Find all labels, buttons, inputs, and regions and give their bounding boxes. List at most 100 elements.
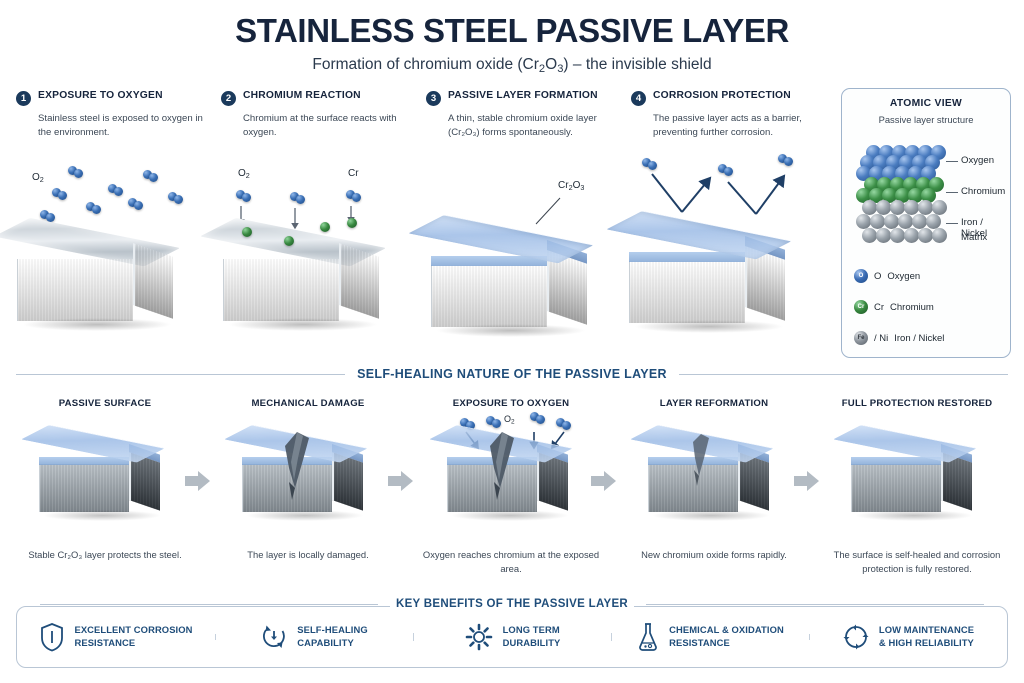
block-side-face — [133, 243, 173, 319]
step-2-head: 2 CHROMIUM REACTION — [221, 90, 421, 106]
sh-panel-2-caption: The layer is locally damaged. — [247, 549, 369, 560]
block-front-face — [431, 265, 547, 327]
sh-panel-3-illustration: O2 — [428, 408, 594, 521]
legend-code-chromium: Cr — [874, 301, 885, 313]
benefit-item-self-healing[interactable]: SELF-HEALING CAPABILITY — [215, 623, 413, 651]
step-3-head: 3 PASSIVE LAYER FORMATION — [426, 90, 626, 106]
sh-panel-2-illustration — [223, 422, 381, 521]
step-3-desc: A thin, stable chromium oxide layer (Cr₂… — [448, 113, 597, 138]
benefit-item-corrosion-resistance[interactable]: EXCELLENT CORROSION RESISTANCE — [17, 622, 215, 652]
lattice-row-chromium — [856, 188, 944, 203]
steel-block — [200, 218, 392, 333]
iron-nickel-atom — [876, 200, 891, 215]
step-2-badge: 2 — [221, 91, 236, 106]
block-side-face — [339, 243, 379, 319]
step-1-illustration: O2 — [0, 162, 210, 331]
block-shadow — [43, 510, 161, 521]
block-shadow — [228, 318, 378, 331]
step-4: 4 CORROSION PROTECTION The passive layer… — [631, 90, 831, 140]
steel-block-damaged — [223, 425, 371, 524]
crack-gouge-icon — [490, 432, 514, 500]
subtitle-post: ) – the invisible shield — [563, 56, 712, 73]
step-2-title: CHROMIUM REACTION — [243, 90, 361, 101]
benefit-line-1: LOW MAINTENANCE — [878, 624, 975, 636]
step-2-o2-label: O2 — [238, 168, 250, 180]
block-front-face — [17, 259, 133, 321]
iron-nickel-atom — [926, 214, 941, 229]
benefit-text-corrosion-resistance: EXCELLENT CORROSION RESISTANCE — [74, 624, 192, 649]
iron-nickel-legend-icon: Fe — [854, 331, 868, 345]
iron-nickel-atom — [890, 200, 905, 215]
chromium-atom — [869, 188, 884, 203]
step-1: 1 EXPOSURE TO OXYGEN Stainless steel is … — [16, 90, 216, 140]
step-4-title: CORROSION PROTECTION — [653, 90, 791, 101]
iron-nickel-atom — [918, 228, 933, 243]
step-1-head: 1 EXPOSURE TO OXYGEN — [16, 90, 216, 106]
sh-panel-1-illustration — [20, 422, 178, 521]
subtitle-pre: Formation of chromium oxide (Cr — [312, 56, 539, 73]
block-shadow — [634, 320, 784, 333]
clock-arrows-icon — [263, 625, 286, 648]
step-3-title: PASSIVE LAYER FORMATION — [448, 90, 598, 101]
sh-panel-2-title: MECHANICAL DAMAGE — [251, 398, 365, 409]
step-1-o2-label: O2 — [32, 172, 44, 184]
chromium-atom — [882, 188, 897, 203]
block-front-face — [447, 464, 537, 512]
benefit-item-durability[interactable]: LONG TERM DURABILITY — [413, 622, 611, 652]
step-2-desc: Chromium at the surface reacts with oxyg… — [243, 113, 397, 138]
step-3-cr2o3-label: Cr2O3 — [558, 180, 585, 192]
chevron-arrow-icon — [591, 471, 616, 491]
benefits-heading: KEY BENEFITS OF THE PASSIVE LAYER — [0, 598, 1024, 610]
benefits-panel: EXCELLENT CORROSION RESISTANCE SELF-HEAL… — [16, 606, 1008, 668]
sh-panel-3-caption: Oxygen reaches chromium at the exposed a… — [422, 549, 600, 574]
step-4-desc: The passive layer acts as a barrier, pre… — [653, 113, 802, 138]
iron-nickel-atom — [890, 228, 905, 243]
benefit-text-self-healing: SELF-HEALING CAPABILITY — [297, 624, 367, 649]
steel-block-reforming — [629, 425, 777, 524]
legend-name-iron-nickel: Iron / Nickel — [894, 332, 945, 344]
iron-nickel-atom — [862, 228, 877, 243]
block-shadow — [22, 318, 172, 331]
block-front-face — [851, 464, 941, 512]
iron-nickel-atom — [904, 200, 919, 215]
benefit-item-low-maintenance[interactable]: LOW MAINTENANCE & HIGH RELIABILITY — [809, 623, 1007, 651]
sh-panel-4: LAYER REFORMATION New chromium oxide for… — [625, 398, 803, 560]
page-subtitle: Formation of chromium oxide (Cr2O3) – th… — [0, 56, 1024, 75]
step-2-cr-label: Cr — [348, 168, 359, 179]
block-shadow — [436, 324, 586, 337]
block-front-face — [223, 259, 339, 321]
benefit-item-chemical-resistance[interactable]: CHEMICAL & OXIDATION RESISTANCE — [611, 622, 809, 652]
sh-panel-1-caption: Stable Cr₂O₃ layer protects the steel. — [28, 549, 182, 560]
subtitle-mid: O — [545, 56, 558, 73]
benefit-line-1: LONG TERM — [502, 624, 560, 636]
sh-panel-3-o2-label: O2 — [504, 414, 515, 426]
benefit-text-durability: LONG TERM DURABILITY — [503, 624, 561, 649]
sh-panel-4-illustration — [629, 422, 787, 521]
oxide-front-edge — [431, 256, 547, 266]
callout-line-oxygen — [946, 161, 958, 162]
block-front-face — [629, 261, 745, 323]
step-2: 2 CHROMIUM REACTION Chromium at the surf… — [221, 90, 421, 140]
chromium-atom — [347, 218, 357, 228]
block-front-face — [242, 464, 332, 512]
oxide-front-edge — [447, 457, 537, 465]
steel-block-with-oxide — [20, 425, 168, 524]
benefit-line-1: CHEMICAL & OXIDATION — [669, 624, 784, 636]
block-front-face — [39, 464, 129, 512]
chromium-atom — [242, 227, 252, 237]
block-shadow — [855, 510, 973, 521]
benefit-line-2: DURABILITY — [502, 637, 561, 648]
benefit-text-low-maintenance: LOW MAINTENANCE & HIGH RELIABILITY — [879, 624, 974, 649]
steel-block-with-oxide — [606, 211, 798, 335]
callout-line-iron-nickel — [946, 223, 958, 224]
oxide-front-edge — [648, 457, 738, 465]
benefit-line-2: & HIGH RELIABILITY — [878, 637, 974, 648]
heading-rule-left — [16, 373, 346, 375]
benefits-rule-left — [40, 603, 378, 605]
steel-block — [0, 218, 186, 333]
step-1-badge: 1 — [16, 91, 31, 106]
atomic-view-title: ATOMIC VIEW — [889, 98, 963, 109]
sh-panel-3-title: EXPOSURE TO OXYGEN — [452, 398, 570, 409]
legend-name-oxygen: Oxygen — [887, 270, 921, 282]
legend-item-oxygen: O O Oxygen — [854, 269, 920, 283]
